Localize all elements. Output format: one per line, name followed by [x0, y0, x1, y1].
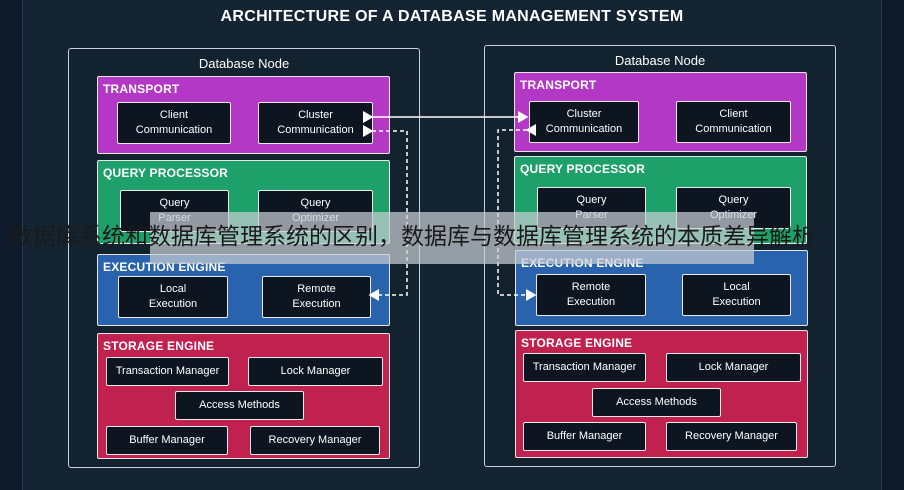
left-access-methods-box: Access Methods	[175, 391, 304, 420]
caption-overlay	[150, 212, 754, 264]
left-transport-title: TRANSPORT	[103, 82, 180, 96]
left-dashed-link	[363, 125, 408, 301]
right-client-communication-box: Client Communication	[676, 101, 791, 143]
right-transport-title: TRANSPORT	[520, 78, 597, 92]
right-storage-engine-title: STORAGE ENGINE	[521, 336, 633, 350]
left-local-execution-box: Local Execution	[118, 276, 228, 318]
left-client-communication-box: Client Communication	[117, 102, 231, 144]
left-recovery-manager-box: Recovery Manager	[250, 426, 380, 455]
left-lock-manager-box: Lock Manager	[248, 357, 383, 386]
left-buffer-manager-box: Buffer Manager	[106, 426, 228, 455]
right-buffer-manager-box: Buffer Manager	[523, 422, 646, 451]
right-transaction-manager-box: Transaction Manager	[523, 353, 646, 382]
right-cluster-communication-box: Cluster Communication	[529, 101, 639, 143]
right-dashed-link	[497, 124, 537, 301]
left-node-title: Database Node	[198, 56, 290, 71]
left-cluster-communication-box: Cluster Communication	[258, 102, 373, 144]
right-remote-execution-box: Remote Execution	[536, 274, 646, 316]
diagram-title: ARCHITECTURE OF A DATABASE MANAGEMENT SY…	[220, 8, 684, 25]
left-query-processor-title: QUERY PROCESSOR	[103, 166, 229, 180]
caption-text: 数据库系统和数据库管理系统的区别，数据库与数据库管理系统的本质差异解析	[10, 224, 815, 250]
left-transaction-manager-box: Transaction Manager	[106, 357, 229, 386]
right-query-processor-title: QUERY PROCESSOR	[520, 162, 646, 176]
right-node-title: Database Node	[614, 53, 706, 68]
right-access-methods-box: Access Methods	[592, 388, 721, 417]
right-recovery-manager-box: Recovery Manager	[666, 422, 797, 451]
right-lock-manager-box: Lock Manager	[666, 353, 801, 382]
left-remote-execution-box: Remote Execution	[262, 276, 371, 318]
left-storage-engine-title: STORAGE ENGINE	[103, 339, 215, 353]
right-local-execution-box: Local Execution	[682, 274, 791, 316]
